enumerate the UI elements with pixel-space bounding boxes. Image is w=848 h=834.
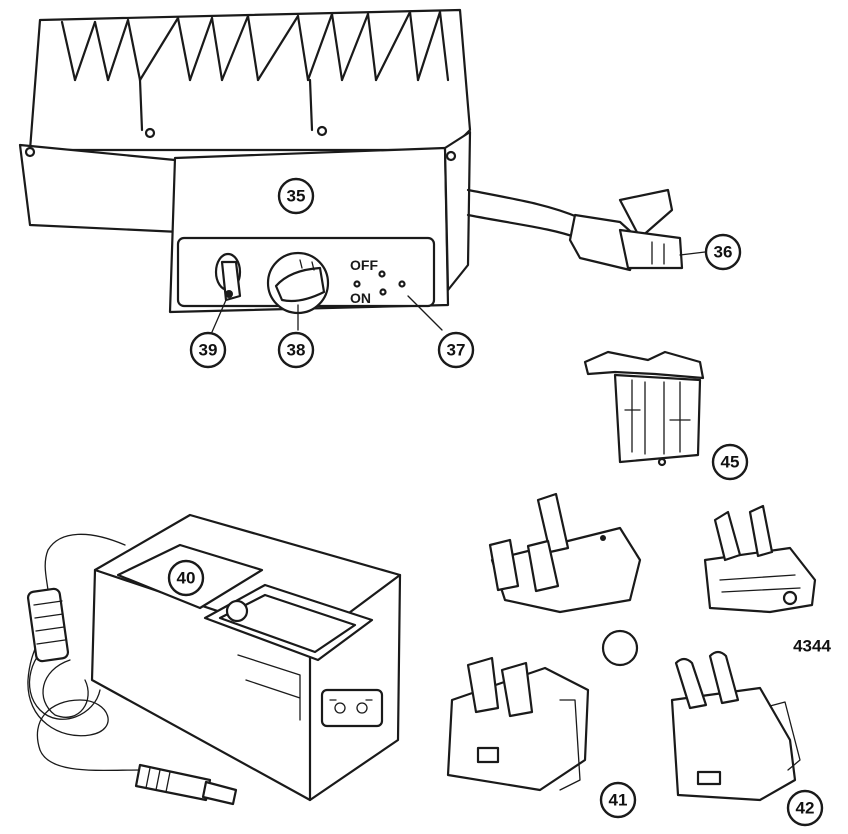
callout-42: 42 [786,789,824,827]
desktop-charger [26,513,402,806]
svg-text:39: 39 [199,341,218,360]
svg-text:36: 36 [714,243,733,262]
callout-4344: 4344 [793,637,831,656]
svg-text:35: 35 [287,187,306,206]
switch-off-label: OFF [350,257,378,273]
callout-45: 45 [711,443,749,481]
leader-line-39 [211,299,227,333]
callout-41: 41 [599,781,637,819]
led-indicator [353,280,361,288]
svg-text:38: 38 [287,341,306,360]
led-indicator [398,280,406,288]
au-plug-adapter [703,504,817,614]
us-plug-adapter [446,656,590,792]
vehicle-charger-unit: OFF ON [18,8,684,315]
empty-callout-circle [601,629,639,667]
switch-on-label: ON [350,290,371,306]
svg-text:45: 45 [721,453,740,472]
callout-39: 39 [189,331,227,369]
leader-line-36 [679,251,706,256]
callout-40: 40 [167,559,205,597]
callout-36: 36 [704,233,742,271]
mounting-clip [583,350,705,467]
eu-plug-adapter [670,650,801,802]
svg-text:4344: 4344 [793,637,831,656]
callout-38: 38 [277,331,315,369]
uk-plug-adapter [488,492,642,614]
rotary-dial [266,251,330,315]
svg-text:42: 42 [796,799,815,818]
led-indicator [378,270,386,278]
svg-text:40: 40 [177,569,196,588]
rocker-switch [214,252,242,302]
callout-35: 35 [277,177,315,215]
led-indicator [379,288,387,296]
callout-37: 37 [437,331,475,369]
leader-line-37 [407,295,443,331]
svg-text:37: 37 [447,341,466,360]
svg-text:41: 41 [609,791,628,810]
